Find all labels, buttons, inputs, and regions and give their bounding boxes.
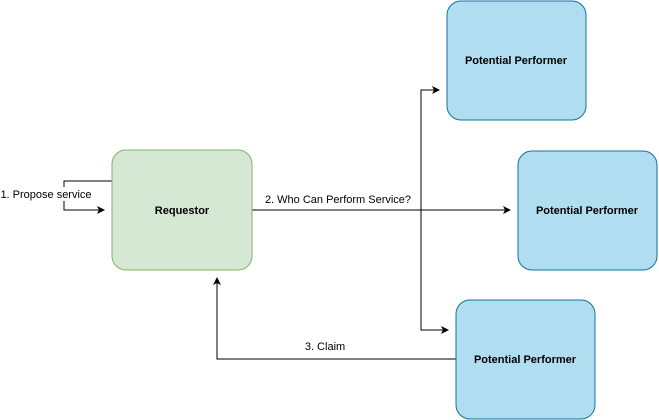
node-performer-top[interactable]: Potential Performer: [446, 0, 587, 121]
edge-claim: 3. Claim: [213, 277, 456, 360]
node-performer-bottom-label: Potential Performer: [474, 354, 577, 366]
node-requestor[interactable]: Requestor: [111, 149, 253, 271]
edge-label-who-can-perform: 2. Who Can Perform Service?: [265, 194, 411, 206]
node-performer-middle-box[interactable]: [517, 150, 658, 271]
node-performer-top-box[interactable]: [446, 0, 587, 121]
node-performer-middle-label: Potential Performer: [536, 205, 639, 217]
edge-to-performer-bottom: [420, 210, 449, 334]
edge-who-can-perform: 2. Who Can Perform Service?: [252, 86, 511, 334]
edge-to-performer-top: [420, 86, 440, 210]
node-performer-top-label: Potential Performer: [465, 55, 568, 67]
node-requestor-label: Requestor: [155, 205, 210, 217]
node-performer-bottom-box[interactable]: [455, 299, 596, 420]
node-performer-bottom[interactable]: Potential Performer: [455, 299, 596, 420]
node-requestor-box[interactable]: [111, 149, 253, 271]
edge-label-background: [0, 187, 92, 201]
edge-label-propose-service: 1. Propose service: [0, 189, 91, 201]
edge-propose-service: 1. Propose service: [0, 180, 112, 214]
node-performer-middle[interactable]: Potential Performer: [517, 150, 658, 271]
edge-label-claim: 3. Claim: [305, 341, 345, 353]
edge-claim-line: [213, 277, 456, 360]
